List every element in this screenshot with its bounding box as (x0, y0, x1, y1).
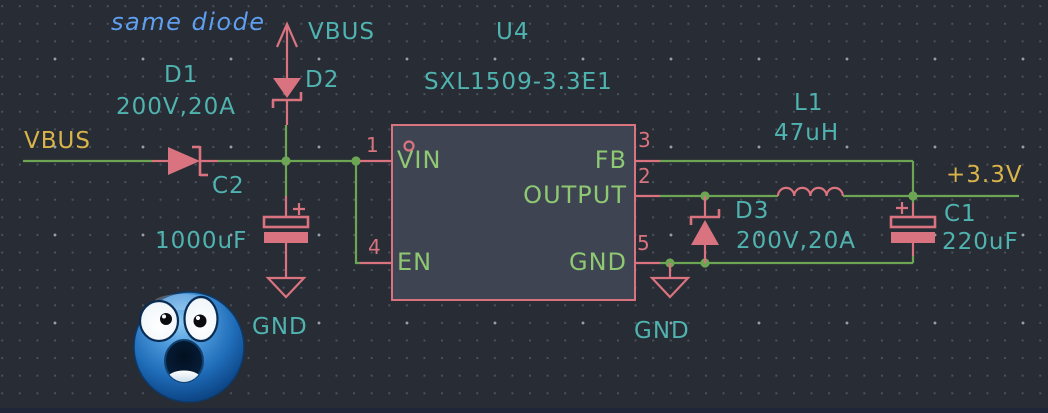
emoji-right-pupil (193, 314, 207, 328)
value-l1[interactable]: 47uH (774, 120, 840, 146)
emoji-left-eye (138, 299, 180, 343)
ref-u4[interactable]: U4 (496, 19, 530, 45)
value-c2[interactable]: 1000uF (155, 228, 248, 254)
pin-number-1: 1 (366, 133, 380, 157)
net-label-3v3[interactable]: +3.3V (946, 162, 1023, 188)
capacitor-c2-symbol[interactable] (262, 196, 310, 278)
vin-invert-dot-icon (403, 140, 415, 152)
shocked-face-emoji[interactable] (130, 288, 248, 408)
ref-c1[interactable]: C1 (944, 201, 977, 227)
diode-d2-symbol[interactable] (271, 78, 303, 125)
diode-d3-symbol[interactable] (689, 196, 721, 263)
emoji-left-glint (162, 314, 166, 319)
pin-number-5: 5 (637, 231, 651, 255)
gnd-symbol-left[interactable] (265, 276, 307, 299)
ref-c2[interactable]: C2 (212, 173, 245, 199)
wire-net-feedback[interactable] (660, 159, 915, 196)
value-d3[interactable]: 200V,20A (736, 228, 856, 254)
pin-name-output: OUTPUT (523, 181, 627, 209)
diode-d1-symbol[interactable] (152, 145, 218, 177)
power-label-gnd-right[interactable]: GND (634, 318, 690, 344)
pin-name-en: EN (397, 248, 433, 276)
pin-name-fb: FB (594, 146, 627, 174)
emoji-lower-lip (167, 370, 201, 382)
emoji-left-pupil (160, 313, 172, 325)
inductor-l1-symbol[interactable] (776, 186, 844, 197)
value-d1[interactable]: 200V,20A (116, 94, 236, 120)
power-label-gnd-left[interactable]: GND (252, 314, 308, 340)
ref-d2[interactable]: D2 (305, 67, 340, 93)
power-label-vbus-top[interactable]: VBUS (308, 19, 375, 45)
pin-number-2: 2 (638, 164, 652, 188)
value-c1[interactable]: 220uF (942, 229, 1019, 255)
ref-d3[interactable]: D3 (735, 198, 770, 224)
pin-number-3: 3 (638, 128, 652, 152)
junction-dots (281, 156, 918, 268)
vbus-power-symbol[interactable] (275, 21, 299, 78)
ref-l1[interactable]: L1 (794, 90, 824, 116)
window-bottom-edge (0, 408, 1048, 413)
pin-name-gnd: GND (568, 248, 627, 276)
emoji-right-glint (195, 315, 201, 321)
note-same-diode[interactable]: same diode (111, 8, 266, 36)
pin-name-vin: VIN (397, 146, 442, 174)
capacitor-c1-symbol[interactable] (889, 202, 937, 256)
ref-d1[interactable]: D1 (164, 62, 199, 88)
ic-u4-symbol[interactable] (360, 124, 660, 301)
value-u4[interactable]: SXL1509-3.3E1 (424, 69, 613, 95)
gnd-symbol-right[interactable] (649, 263, 691, 299)
net-label-vbus-left[interactable]: VBUS (24, 128, 91, 154)
wire-net-vbus-input[interactable] (23, 125, 360, 265)
pin-number-4: 4 (368, 235, 382, 259)
